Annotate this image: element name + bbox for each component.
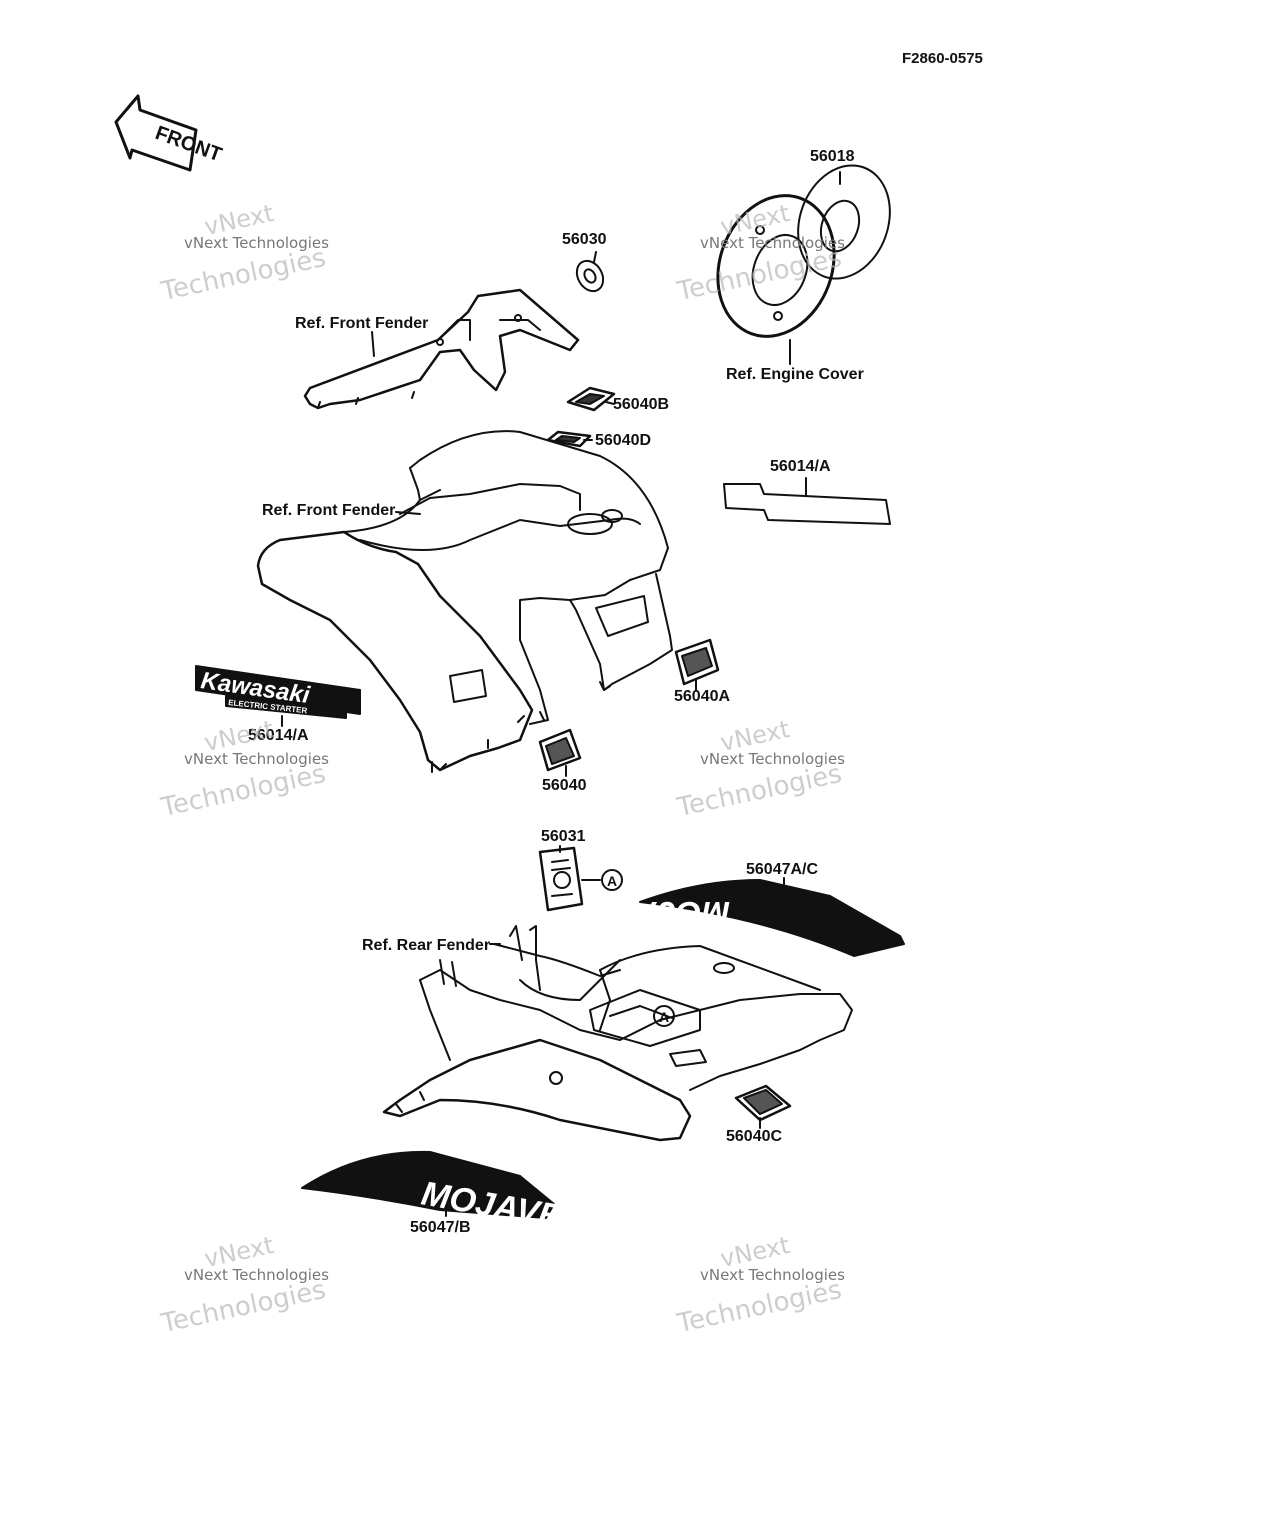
disc-decal-56018 (797, 164, 891, 280)
kawasaki-decal: Kawasaki ELECTRIC STARTER (195, 665, 361, 719)
part-number-56047ac: 56047A/C (746, 861, 819, 878)
ref-front-fender-label-2: Ref. Front Fender (262, 502, 396, 519)
decal-56040 (538, 728, 582, 772)
mojave-decal-56047ac: MOJAVE (588, 879, 905, 957)
decal-56030 (575, 259, 605, 293)
decal-56040d (546, 430, 592, 448)
decal-56040c (734, 1084, 792, 1122)
rear-fender (382, 925, 853, 1142)
ref-engine-cover-label: Ref. Engine Cover (726, 366, 864, 383)
callout-a-label-2: A (659, 1009, 669, 1025)
part-number-56040b: 56040B (613, 396, 670, 413)
callout-a-label-1: A (607, 873, 617, 889)
mojave-text-mirrored: MOJAVE (588, 894, 730, 932)
part-number-56014a-right: 56014/A (770, 458, 831, 475)
decal-strip-56014a (723, 483, 891, 525)
part-number-56030: 56030 (562, 231, 607, 248)
callout-a-icon-1: A (601, 869, 623, 891)
front-fender-upper (303, 288, 580, 410)
engine-cover (716, 194, 836, 338)
part-number-56018: 56018 (810, 148, 855, 165)
decal-56031 (538, 846, 584, 912)
part-number-56040a: 56040A (674, 688, 731, 705)
part-number-56040: 56040 (542, 777, 587, 794)
front-fender-main (256, 430, 673, 773)
document-id: F2860-0575 (902, 50, 983, 67)
front-arrow-icon: FRONT (114, 94, 225, 172)
part-number-56040c: 56040C (726, 1128, 783, 1145)
decal-56040a (674, 638, 720, 686)
decal-56040b (566, 386, 616, 412)
part-number-56031: 56031 (541, 828, 586, 845)
part-number-56014a-left: 56014/A (248, 727, 309, 744)
ref-rear-fender-label: Ref. Rear Fender (362, 937, 491, 954)
ref-front-fender-label-1: Ref. Front Fender (295, 315, 429, 332)
part-number-56047b: 56047/B (410, 1219, 471, 1236)
part-number-56040d: 56040D (595, 432, 652, 449)
callout-a-icon-2: A (653, 1005, 675, 1027)
